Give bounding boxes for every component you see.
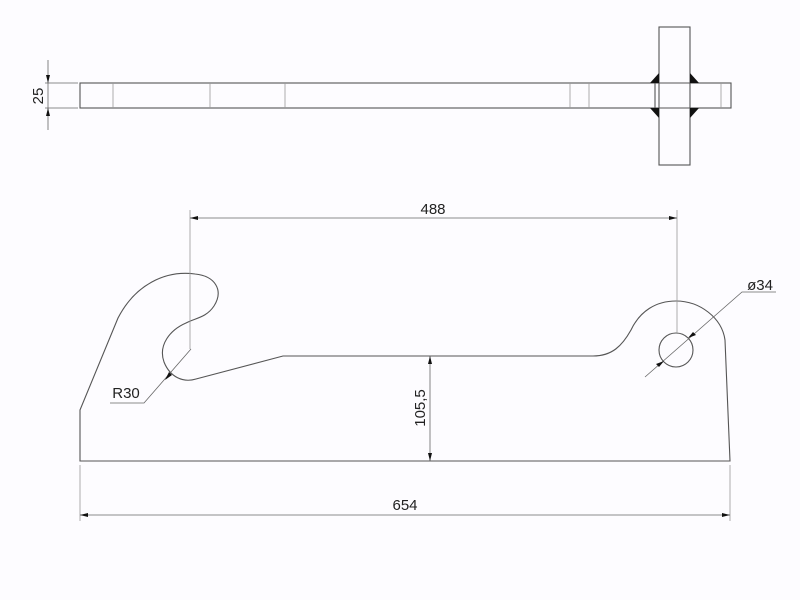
front-view: 488 105,5 654 R30 ø34: [79, 201, 776, 521]
top-view-section-lines: [112, 83, 722, 108]
thickness-label: 25: [30, 88, 47, 105]
height-dimension: 105,5: [412, 356, 432, 461]
cross-pin-arrows: [650, 73, 699, 118]
hook-radius-label: R30: [112, 385, 140, 402]
hook-spacing-dimension: 488: [189, 201, 678, 349]
hook-spacing-label: 488: [420, 201, 445, 218]
plate-top-outline: [79, 82, 732, 109]
overall-length-label: 654: [392, 497, 417, 514]
hook-plate-profile: [79, 272, 731, 462]
hole-diameter-dimension: ø34: [644, 277, 776, 378]
thickness-dimension: 25: [30, 60, 78, 130]
cross-pin-outline: [658, 26, 691, 166]
height-label: 105,5: [412, 389, 429, 427]
hole-diameter-label: ø34: [747, 277, 773, 294]
pin-hole: [658, 332, 694, 368]
overall-length-dimension: 654: [79, 465, 731, 521]
hook-radius-dimension: R30: [110, 348, 192, 404]
top-view: 25: [30, 26, 732, 166]
